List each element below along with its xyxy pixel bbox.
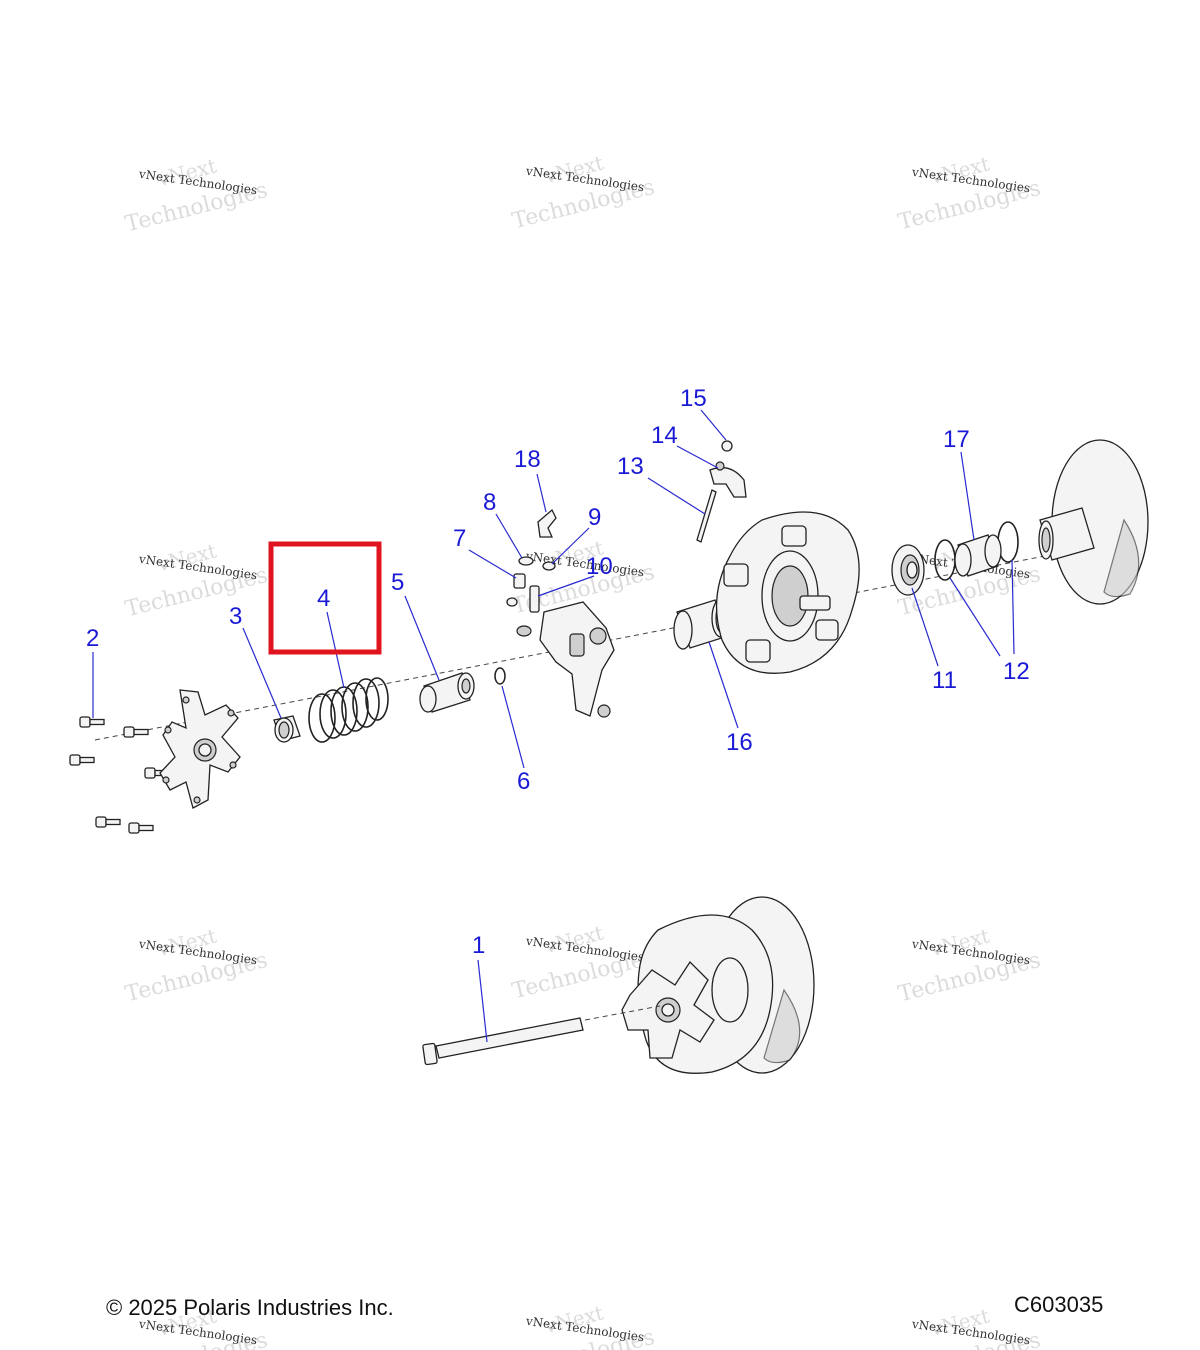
callout-7[interactable]: 7 — [453, 525, 466, 552]
long-bolt — [422, 1017, 584, 1066]
clutch-assembly — [621, 896, 815, 1074]
callout-18[interactable]: 18 — [514, 446, 541, 473]
copyright-text: © 2025 Polaris Industries Inc. — [106, 1295, 394, 1320]
callout-17[interactable]: 17 — [943, 426, 970, 453]
bushing — [273, 715, 301, 743]
callout-labels: 1 2 3 4 5 6 7 8 9 10 11 12 13 14 15 16 1… — [86, 385, 1030, 959]
stationary-sheave — [1038, 439, 1149, 605]
callout-15[interactable]: 15 — [680, 385, 707, 412]
spider-plate — [159, 689, 241, 809]
bolt-set — [69, 716, 170, 834]
callout-4[interactable]: 4 — [317, 585, 330, 612]
callout-16[interactable]: 16 — [726, 729, 753, 756]
callout-1[interactable]: 1 — [472, 932, 485, 959]
moveable-sheave — [715, 511, 860, 674]
cam-arm — [539, 601, 615, 718]
callout-6[interactable]: 6 — [517, 768, 530, 795]
diagram-code: C603035 — [1014, 1292, 1103, 1317]
collar — [954, 534, 1002, 577]
pin-and-weight — [696, 440, 747, 543]
sleeve — [419, 672, 475, 713]
highlight-box — [268, 541, 382, 655]
callout-2[interactable]: 2 — [86, 625, 99, 652]
leader-lines — [92, 409, 1015, 1043]
callout-14[interactable]: 14 — [651, 422, 678, 449]
callout-11[interactable]: 11 — [932, 667, 957, 694]
callout-13[interactable]: 13 — [617, 453, 644, 480]
callout-8[interactable]: 8 — [483, 489, 496, 516]
callout-3[interactable]: 3 — [229, 603, 242, 630]
callout-5[interactable]: 5 — [391, 569, 404, 596]
retaining-clip — [537, 508, 557, 538]
callout-10[interactable]: 10 — [586, 553, 613, 580]
bearing — [891, 544, 925, 596]
o-ring — [494, 667, 506, 685]
assembly-axis-lower — [584, 1005, 661, 1021]
spring — [308, 677, 389, 743]
callout-12[interactable]: 12 — [1003, 658, 1030, 685]
callout-9[interactable]: 9 — [588, 504, 601, 531]
